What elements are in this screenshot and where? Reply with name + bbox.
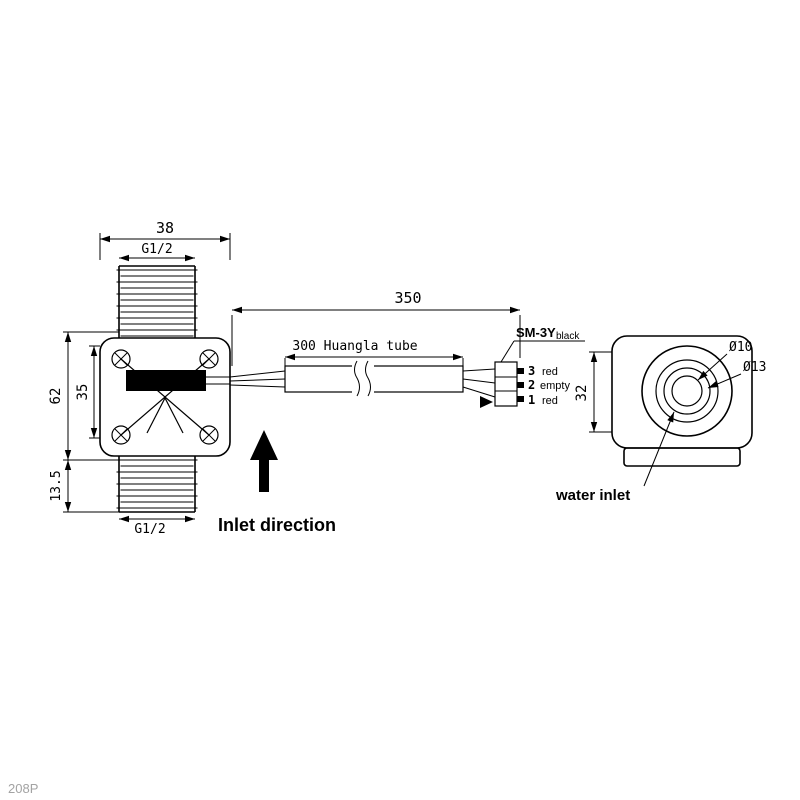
dim-32: 32 bbox=[574, 385, 590, 402]
pinout: 3 red 2 empty 1 red bbox=[528, 364, 570, 407]
cable-assembly: SM-3Y black 3 red 2 empty 1 red 350 300 … bbox=[229, 289, 585, 408]
pin-3-wire: red bbox=[542, 366, 558, 378]
tube-label: 300 Huangla tube bbox=[292, 339, 417, 354]
dim-13-5: 13.5 bbox=[49, 470, 64, 501]
pin-1-wire: red bbox=[542, 395, 558, 407]
pin-1-number: 1 bbox=[528, 393, 535, 407]
top-thread bbox=[116, 265, 198, 338]
huangla-tube bbox=[284, 360, 464, 397]
water-inlet-label: water inlet bbox=[555, 487, 630, 504]
dim-g12-bottom: G1/2 bbox=[134, 522, 165, 537]
side-view: Ø10 Ø13 32 water inlet bbox=[555, 335, 766, 504]
inlet-direction-arrow bbox=[250, 430, 278, 492]
dimension-arrowheads bbox=[64, 235, 719, 523]
thread-lines-top bbox=[116, 269, 198, 337]
dim-diameter-13: Ø13 bbox=[743, 360, 766, 375]
dim-g12-top: G1/2 bbox=[141, 242, 172, 257]
dim-38: 38 bbox=[156, 219, 174, 237]
hall-sensor-block bbox=[126, 370, 206, 391]
front-view bbox=[99, 265, 278, 513]
pin-2-wire: empty bbox=[540, 380, 570, 392]
corner-screws bbox=[111, 349, 219, 445]
pin-2-number: 2 bbox=[528, 378, 535, 392]
dim-62: 62 bbox=[48, 388, 64, 405]
bottom-thread bbox=[116, 456, 198, 513]
connector-color-note: black bbox=[556, 331, 580, 342]
thread-lines-bottom bbox=[116, 459, 198, 509]
watermark: 208P bbox=[8, 781, 38, 796]
connector-latch bbox=[480, 396, 493, 408]
front-view-dimensions: 38 G1/2 62 35 13.5 G1/2 Inlet direction bbox=[48, 219, 336, 537]
dim-350: 350 bbox=[394, 289, 421, 307]
connector-sm3y bbox=[480, 361, 524, 408]
pin-3-number: 3 bbox=[528, 364, 535, 378]
inlet-direction-label: Inlet direction bbox=[218, 515, 336, 535]
sensor-body bbox=[99, 337, 231, 457]
dim-diameter-10: Ø10 bbox=[729, 340, 752, 355]
dim-35: 35 bbox=[75, 384, 91, 401]
connector-model-label: SM-3Y bbox=[516, 325, 556, 340]
